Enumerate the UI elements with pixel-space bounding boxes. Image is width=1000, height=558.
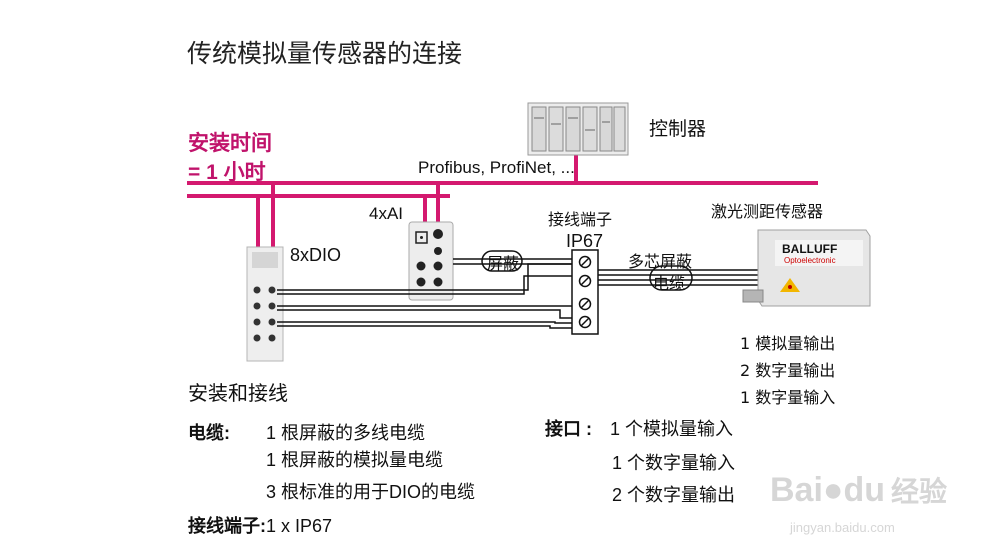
ai-module-icon (408, 221, 454, 301)
multicore-label-line2: 电缆 (653, 274, 686, 293)
terminal-summary-label: 接线端子: (188, 516, 266, 536)
cables-label: 电缆: (188, 423, 230, 443)
multicore-label-line1: 多芯屏蔽 (628, 252, 693, 271)
controller-label: 控制器 (649, 118, 707, 140)
dio-module-label: 8xDIO (290, 245, 342, 265)
sensor-title: 激光测距传感器 (711, 202, 824, 221)
sensor-io-1: 1 模拟量输出 (740, 334, 836, 353)
watermark-product: 经验 (891, 476, 948, 507)
ai-module-label: 4xAI (369, 204, 404, 223)
shield-label: 屏蔽 (487, 254, 520, 273)
paw-icon: ● (822, 471, 844, 509)
cable-item-2: 1 根屏蔽的模拟量电缆 (266, 450, 444, 470)
terminal-block-icon (571, 249, 599, 335)
cable-item-3: 3 根标准的用于DIO的电缆 (266, 482, 476, 502)
interface-item-3: 2 个数字量输出 (612, 485, 736, 505)
terminal-summary: 接线端子:1 x IP67 (188, 512, 332, 538)
laser-sensor-icon (742, 229, 871, 307)
section-title: 安装和接线 (188, 381, 288, 405)
multicore-cable (598, 265, 760, 291)
interface-item-1: 1 个模拟量输入 (610, 419, 734, 439)
dio-module-icon (246, 246, 284, 362)
bus-lines (187, 154, 818, 250)
cable-item-1: 1 根屏蔽的多线电缆 (266, 423, 426, 443)
watermark-brand2: du (843, 471, 886, 509)
terminal-rating: IP67 (566, 231, 604, 251)
watermark-brand: Bai (770, 471, 823, 509)
sensor-brand-logo: BALLUFF (782, 242, 838, 256)
terminal-summary-value: 1 x IP67 (266, 516, 333, 536)
interface-item-2: 1 个数字量输入 (612, 453, 736, 473)
controller-rack-icon (527, 102, 629, 156)
sensor-brand-sub: Optoelectronic (784, 256, 836, 265)
install-time-label: 安装时间 (188, 132, 272, 155)
interface-label: 接口 : (545, 419, 592, 439)
watermark-url: jingyan.baidu.com (790, 520, 895, 535)
sensor-io-2: 2 数字量输出 (740, 361, 836, 380)
page-title: 传统模拟量传感器的连接 (187, 39, 463, 68)
sensor-io-3: 1 数字量输入 (740, 388, 836, 407)
bus-label: Profibus, ProfiNet, ... (418, 158, 575, 177)
dio-cables (277, 263, 585, 329)
terminal-label: 接线端子 (548, 210, 613, 229)
install-time-value: = 1 小时 (188, 161, 266, 184)
